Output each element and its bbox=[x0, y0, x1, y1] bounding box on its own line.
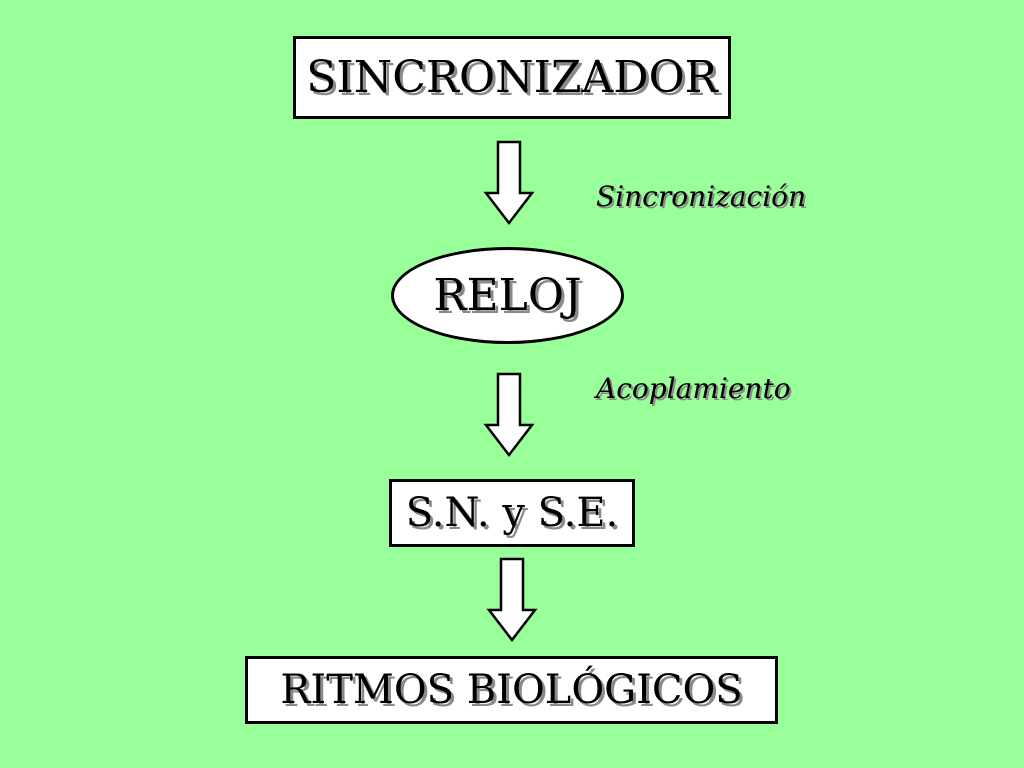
node-reloj-label: RELOJ bbox=[433, 270, 582, 321]
node-reloj: RELOJ bbox=[391, 247, 624, 344]
edge-label-sincronizacion: Sincronización bbox=[596, 180, 807, 213]
arrow-down-icon bbox=[483, 140, 535, 226]
node-sincronizador-label: SINCRONIZADOR bbox=[306, 52, 718, 103]
node-ritmos-biologicos: RITMOS BIOLÓGICOS bbox=[245, 656, 778, 724]
node-sn-se: S.N. y S.E. bbox=[389, 479, 635, 547]
node-sincronizador: SINCRONIZADOR bbox=[293, 36, 731, 119]
arrow-down-icon bbox=[486, 557, 538, 643]
node-ritmos-biologicos-label: RITMOS BIOLÓGICOS bbox=[280, 667, 743, 713]
arrow-down-icon bbox=[483, 372, 535, 458]
node-sn-se-label: S.N. y S.E. bbox=[405, 490, 619, 536]
edge-label-acoplamiento: Acoplamiento bbox=[596, 372, 791, 405]
